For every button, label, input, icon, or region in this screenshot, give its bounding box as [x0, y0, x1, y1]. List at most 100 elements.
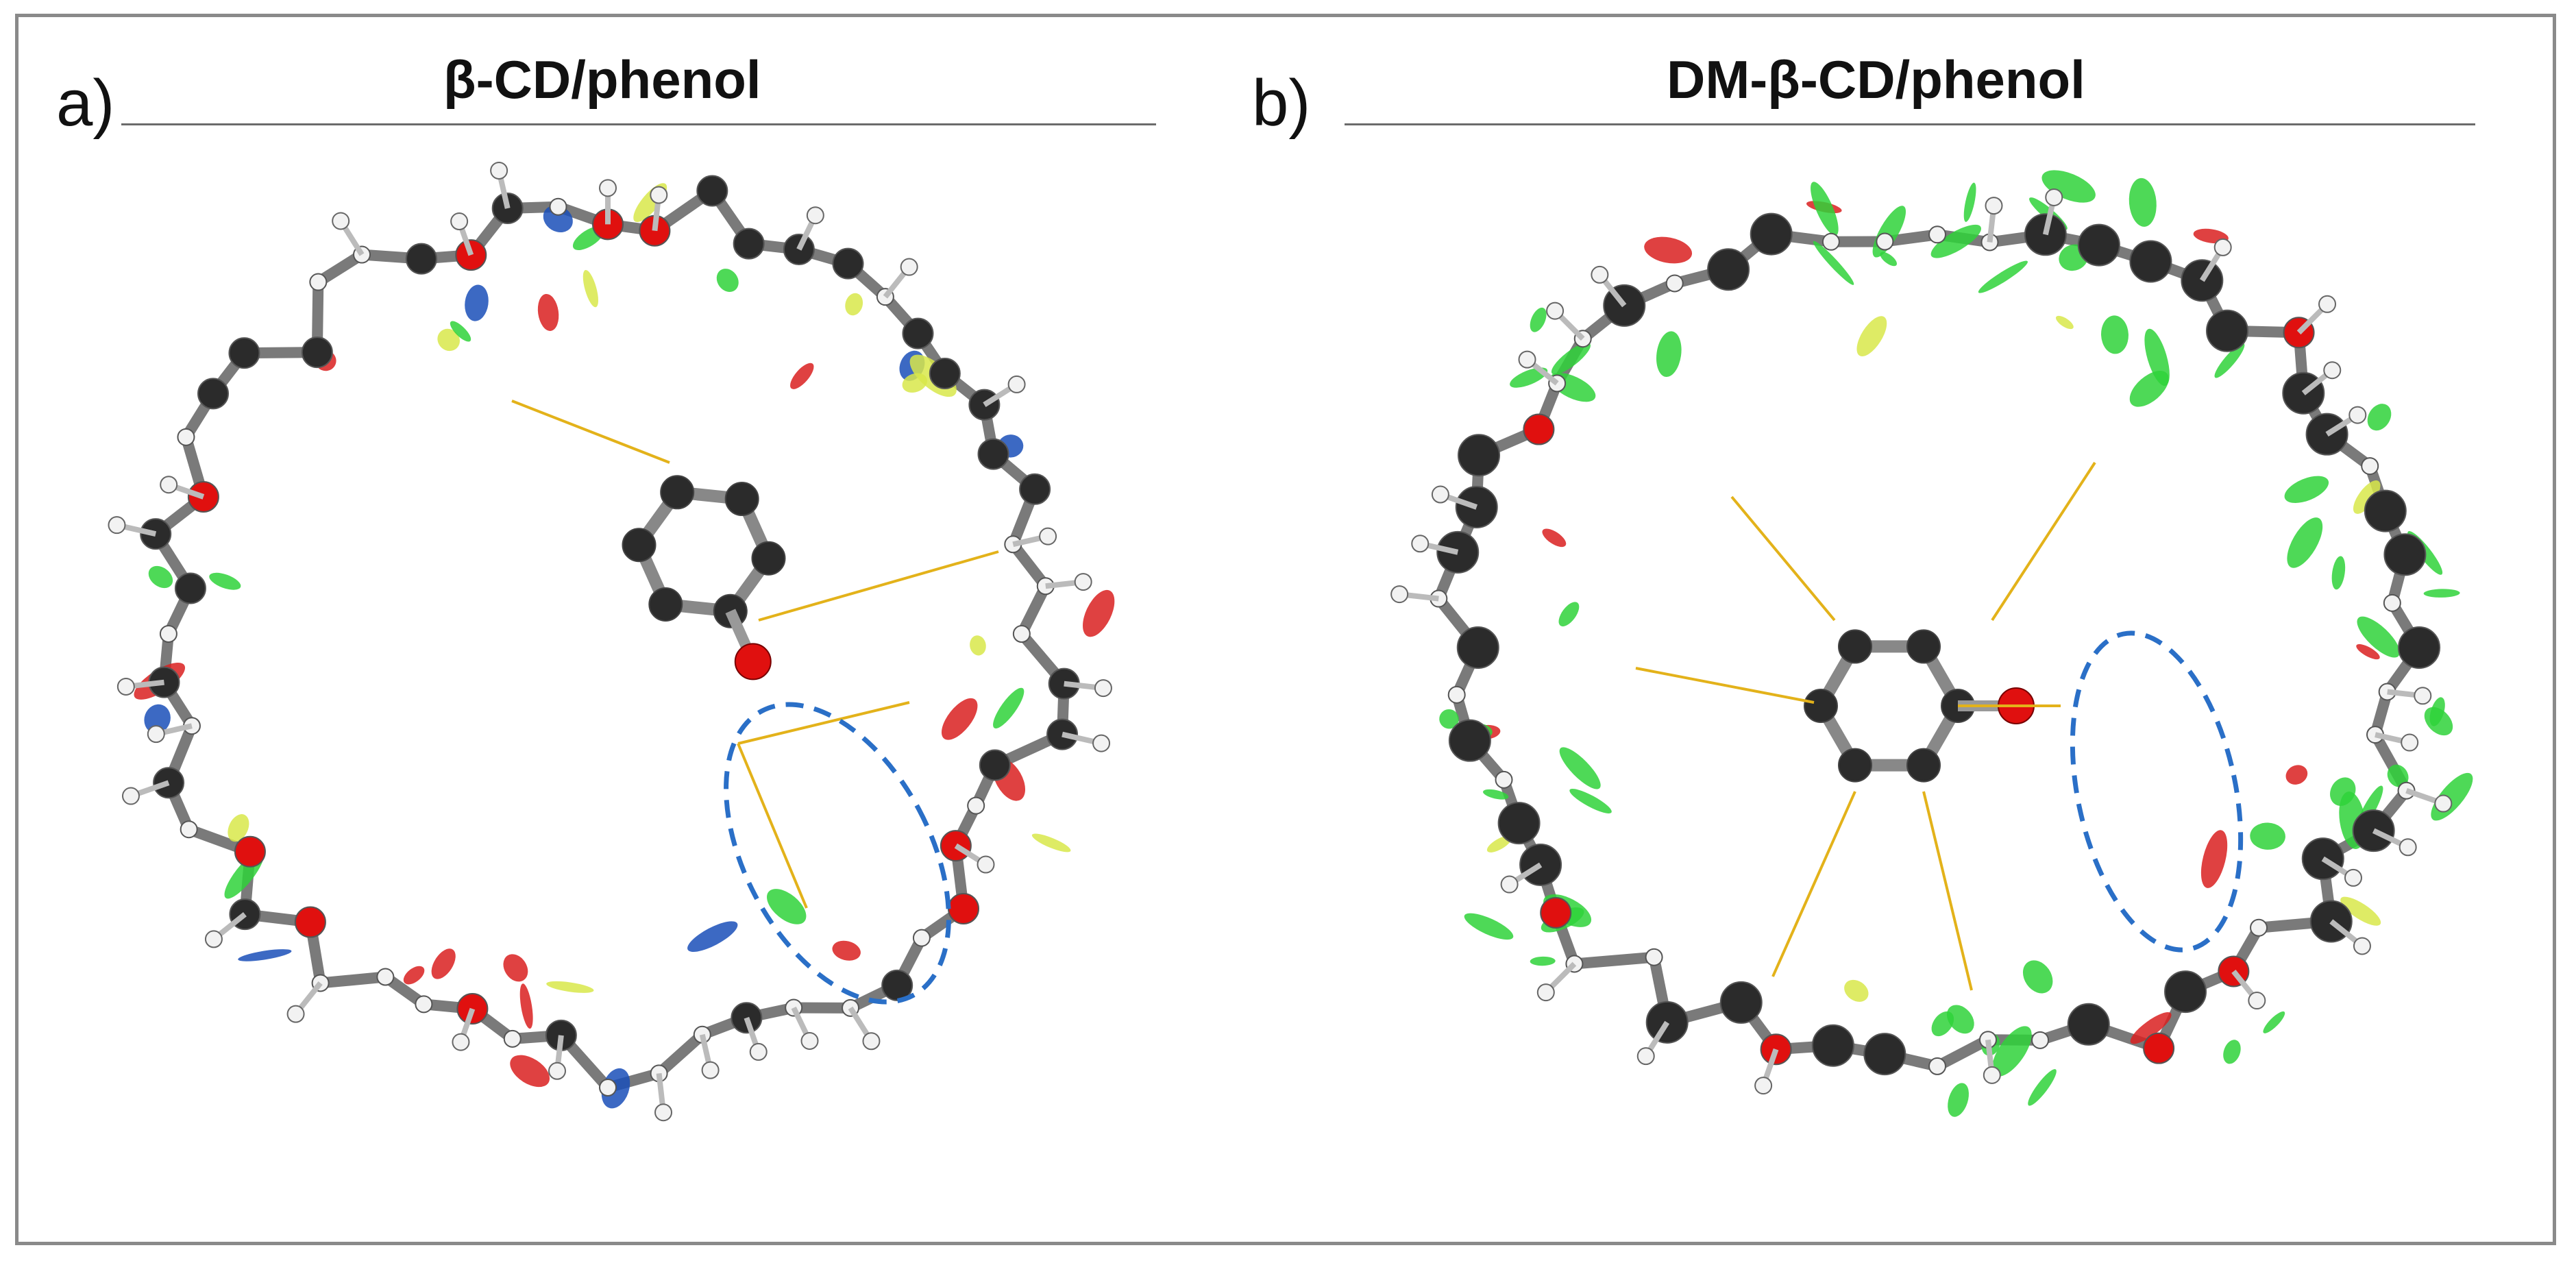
figure-frame: a) β-CD/phenol b) DM-β-CD/phenol [15, 14, 2556, 1245]
nci-isosurface [1992, 1026, 2032, 1077]
carbon-atom [1019, 473, 1051, 505]
oxygen-atom [234, 835, 266, 868]
hydrogen-atom [2348, 406, 2367, 424]
hydrogen-atom [2250, 918, 2268, 937]
panel-a-title: β-CD/phenol [443, 49, 761, 110]
hydrogen-atom [1636, 1047, 1655, 1066]
nci-isosurface [845, 293, 863, 316]
nci-isosurface [1542, 528, 1567, 548]
hydrogen-atom [967, 796, 985, 815]
nci-isosurface [767, 889, 807, 924]
carbon-atom [1519, 843, 1562, 886]
carbon-atom [881, 969, 913, 1001]
nci-isosurface [2340, 896, 2381, 926]
hydrogen-atom [1039, 527, 1057, 545]
nci-isosurface [465, 284, 489, 321]
nci-isosurface [993, 687, 1025, 728]
nci-isosurface [537, 293, 559, 331]
carbon-atom [724, 482, 759, 517]
nci-isosurface [1551, 343, 1591, 375]
hydrogen-atom [490, 161, 508, 180]
hydrogen-atom [912, 929, 931, 947]
nci-isosurface [2353, 480, 2381, 514]
carbon-atom [1906, 629, 1941, 664]
nci-isosurface [2022, 960, 2053, 994]
hydrogen-atom [806, 206, 824, 225]
hydrogen-atom [204, 930, 223, 948]
hydrogen-atom [108, 516, 126, 535]
carbon-atom [2077, 223, 2120, 267]
carbon-atom [1455, 486, 1498, 529]
hydrogen-atom [286, 1005, 305, 1023]
carbon-atom [2398, 626, 2441, 669]
carbon-atom [979, 749, 1011, 781]
carbon-atom [1456, 626, 1499, 669]
nci-isosurface [2129, 177, 2157, 227]
carbon-atom [174, 572, 206, 604]
hydrogen-atom [1094, 679, 1112, 698]
carbon-atom [1838, 629, 1872, 664]
nci-isosurface [2367, 404, 2392, 431]
nci-isosurface [1559, 747, 1601, 789]
nci-isosurface [2200, 830, 2228, 888]
nci-isosurface [1558, 602, 1580, 627]
hydrogen-atom [2399, 838, 2417, 857]
hydrogen-atom [503, 1029, 522, 1048]
nci-isosurface [1031, 833, 1071, 853]
hydrogen-atom [599, 179, 617, 197]
nci-isosurface [1483, 789, 1509, 800]
bond-path [1771, 791, 1856, 977]
oxygen-atom [294, 906, 326, 938]
hydrogen-atom [1500, 875, 1519, 894]
nci-isosurface [1811, 182, 1839, 236]
carbon-atom [751, 541, 786, 576]
nci-isosurface [1510, 367, 1548, 388]
hydrogen-atom [749, 1042, 768, 1061]
nci-isosurface [238, 949, 292, 961]
panel-a-letter: a) [56, 66, 115, 140]
nci-isosurface [403, 966, 425, 985]
hydrogen-atom [1447, 685, 1466, 704]
panel-b-molecule-render [1390, 170, 2473, 1117]
hydrogen-atom [2318, 295, 2337, 313]
nci-isosurface [2387, 764, 2409, 787]
hydrogen-atom [1411, 535, 1430, 553]
hydrogen-atom [1518, 350, 1536, 369]
hydrogen-atom [180, 820, 198, 839]
hydrogen-atom [650, 186, 668, 204]
hydrogen-atom [415, 995, 433, 1014]
carbon-atom [2024, 213, 2067, 256]
carbon-atom [1863, 1033, 1906, 1076]
carbon-atom [197, 378, 230, 410]
oxygen-atom [734, 643, 772, 680]
hydrogen-atom [2248, 992, 2266, 1010]
nci-isosurface [2250, 822, 2285, 850]
nci-isosurface [1872, 206, 1906, 258]
carbon-atom [1707, 248, 1750, 291]
hydrogen-atom [1928, 1057, 1946, 1075]
hydrogen-atom [2045, 188, 2063, 206]
nci-isosurface [790, 363, 814, 389]
hydrogen-atom [1092, 734, 1111, 752]
carbon-atom [2383, 533, 2427, 576]
hydrogen-atom [2361, 457, 2379, 476]
nci-isosurface [1530, 956, 1556, 966]
carbon-atom [1804, 689, 1838, 723]
oxygen-atom [2143, 1032, 2175, 1064]
panel-b-letter: b) [1252, 66, 1311, 140]
nci-isosurface [1930, 224, 1981, 258]
hydrogen-atom [1536, 983, 1555, 1002]
hydrogen-atom [1591, 265, 1609, 284]
nci-isosurface [1644, 236, 1693, 264]
hydrogen-atom [332, 212, 350, 230]
phenol-guest [511, 400, 999, 909]
phenol-guest [1635, 461, 2096, 991]
nci-isosurface [1946, 1005, 1974, 1034]
bond [1932, 1034, 1994, 1072]
bond-path [737, 743, 808, 909]
nci-isosurface [2055, 315, 2074, 330]
hydrogen-atom [1431, 485, 1449, 504]
hydrogen-atom [121, 787, 140, 805]
carbon-atom [733, 228, 765, 260]
panel-b: b) DM-β-CD/phenol [1252, 17, 2554, 1242]
